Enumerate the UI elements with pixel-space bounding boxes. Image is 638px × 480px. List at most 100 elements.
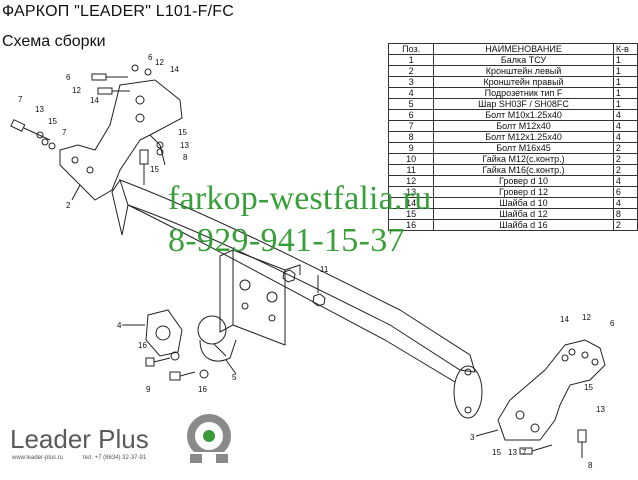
row-qty: 2: [612, 219, 638, 231]
brand-url: www.leader-plus.ru: [12, 455, 64, 461]
row-name: Болт М10х1.25х40: [433, 109, 614, 121]
callout-15b: 15: [178, 128, 187, 137]
document-subtitle: Схема сборки: [2, 33, 106, 50]
row-name: Болт М12х1.25х40: [433, 131, 614, 143]
main-beam: [111, 179, 483, 419]
row-qty: 2: [612, 164, 638, 176]
row-name: Болт М16х45: [433, 142, 614, 154]
callout-12c: 12: [582, 313, 591, 322]
row-qty: 6: [612, 186, 638, 198]
callout-13: 13: [35, 105, 44, 114]
row-qty: 4: [612, 131, 638, 143]
row-name: Кронштейн левый: [433, 65, 614, 77]
socket-and-ball: [145, 309, 237, 362]
row-qty: 8: [612, 208, 638, 220]
callout-12b: 12: [72, 86, 81, 95]
row-name: Шайба d 12: [433, 208, 614, 220]
row-pos: 7: [387, 120, 435, 132]
brand-logo-icon: [187, 414, 231, 463]
callout-13b: 13: [180, 141, 189, 150]
watermark-site: farkop-westfalia.ru: [168, 180, 432, 217]
row-qty: 2: [612, 142, 638, 154]
bolts-9-16: [145, 351, 209, 381]
callout-7c: 7: [522, 448, 527, 457]
row-pos: 10: [387, 153, 435, 165]
row-name: Гровер d 10: [433, 175, 614, 187]
header-name: НАИМЕНОВАНИЕ: [433, 43, 614, 55]
callout-7: 7: [18, 95, 23, 104]
callout-6c: 6: [610, 319, 615, 328]
row-name: Гайка М16(с.контр.): [433, 164, 614, 176]
row-qty: 2: [612, 153, 638, 165]
row-name: Кронштейн правый: [433, 76, 614, 88]
row-pos: 5: [387, 98, 435, 110]
table-header-row: Поз. НАИМЕНОВАНИЕ К-в: [387, 43, 638, 55]
row-name: Гровер d 12: [433, 186, 614, 198]
row-qty: 1: [612, 65, 638, 77]
callout-11: 11: [320, 265, 329, 274]
row-pos: 6: [387, 109, 435, 121]
callout-3: 3: [470, 433, 475, 442]
row-qty: 4: [612, 109, 638, 121]
callout-14b: 14: [90, 96, 99, 105]
document-title: ФАРКОП "LEADER" L101-F/FC: [2, 3, 234, 20]
callout-12: 12: [155, 58, 164, 67]
row-qty: 1: [612, 76, 638, 88]
callout-6: 6: [148, 53, 153, 62]
nuts-11: [282, 269, 326, 307]
callout-13d: 13: [508, 448, 517, 457]
callout-14: 14: [170, 65, 179, 74]
row-name: Гайка М12(с.контр.): [433, 153, 614, 165]
header-pos: Поз.: [387, 43, 435, 55]
callout-4: 4: [117, 321, 122, 330]
callout-8b: 8: [588, 461, 593, 470]
callout-2: 2: [66, 201, 71, 210]
callout-16: 16: [138, 341, 147, 350]
callout-14c: 14: [560, 315, 569, 324]
callout-15e: 15: [492, 448, 501, 457]
row-qty: 4: [612, 175, 638, 187]
row-pos: 9: [387, 142, 435, 154]
row-pos: 11: [387, 164, 435, 176]
row-name: Балка ТСУ: [433, 54, 614, 66]
row-pos: 4: [387, 87, 435, 99]
row-qty: 1: [612, 98, 638, 110]
hitch-plate: [219, 249, 301, 346]
callout-7b: 7: [62, 128, 67, 137]
row-pos: 2: [387, 65, 435, 77]
callout-15d: 15: [584, 383, 593, 392]
watermark-phone: 8-929-941-15-37: [168, 222, 405, 259]
callout-15c: 15: [150, 165, 159, 174]
callout-5: 5: [232, 373, 237, 382]
row-pos: 8: [387, 131, 435, 143]
row-name: Шайба d 10: [433, 197, 614, 209]
row-pos: 16: [387, 219, 435, 231]
callout-6b: 6: [66, 73, 71, 82]
left-bracket: [59, 79, 183, 201]
callout-9: 9: [146, 385, 151, 394]
brand-tel: тел. +7 (8634) 32-37-91: [82, 455, 147, 461]
row-qty: 1: [612, 54, 638, 66]
row-qty: 1: [612, 87, 638, 99]
row-pos: 3: [387, 76, 435, 88]
callout-16b: 16: [198, 385, 207, 394]
row-name: Болт М12х40: [433, 120, 614, 132]
row-name: Шар SH03F / SH08FC: [433, 98, 614, 110]
header-qty: К-в: [612, 43, 638, 55]
leader-lines: [71, 184, 499, 437]
